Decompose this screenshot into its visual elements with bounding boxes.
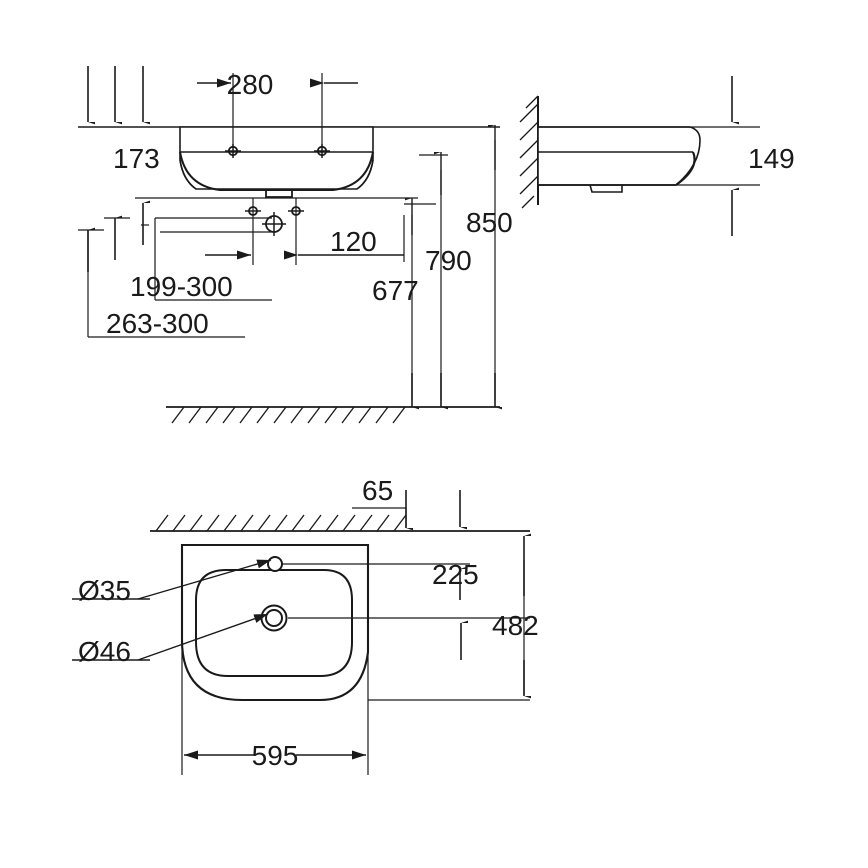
dim-label-677: 677 [372,275,419,306]
dim-label-280: 280 [227,69,274,100]
bracket-hole-left-marker [245,198,261,232]
dim-label-790: 790 [425,245,472,276]
dim-label-482: 482 [492,610,539,641]
dim-label-199-300: 199-300 [130,271,233,302]
basin-side-outline [537,126,701,186]
dim-label-850: 850 [466,207,513,238]
dim-label-149: 149 [748,143,795,174]
bracket-hole-right-marker [288,198,304,232]
plan-waste-inner [265,609,283,627]
dim-label-65: 65 [362,475,393,506]
waste-centre-marker [262,212,286,236]
floor-hatching [171,406,406,424]
basin-front-outline [179,126,374,190]
plan-wall-hatching [155,514,407,532]
callout-label-d46: Ø46 [78,636,131,667]
dim-label-173: 173 [113,143,160,174]
front-elevation-view [78,66,500,424]
leader-line-d46 [137,613,269,661]
dim-label-120: 120 [330,226,377,257]
side-elevation-view [519,76,760,236]
basin-bowl-underside [178,151,375,192]
callout-label-d35: Ø35 [78,575,131,606]
dim-label-225: 225 [432,559,479,590]
side-overflow-tab [589,184,623,193]
plan-view [72,490,530,775]
leader-line-d35 [137,559,272,600]
dim-label-263-300: 263-300 [106,308,209,339]
drain-stub [265,190,293,198]
plan-tap-hole [267,556,283,572]
dim-label-595: 595 [252,740,299,771]
wall-hatching [519,95,539,209]
